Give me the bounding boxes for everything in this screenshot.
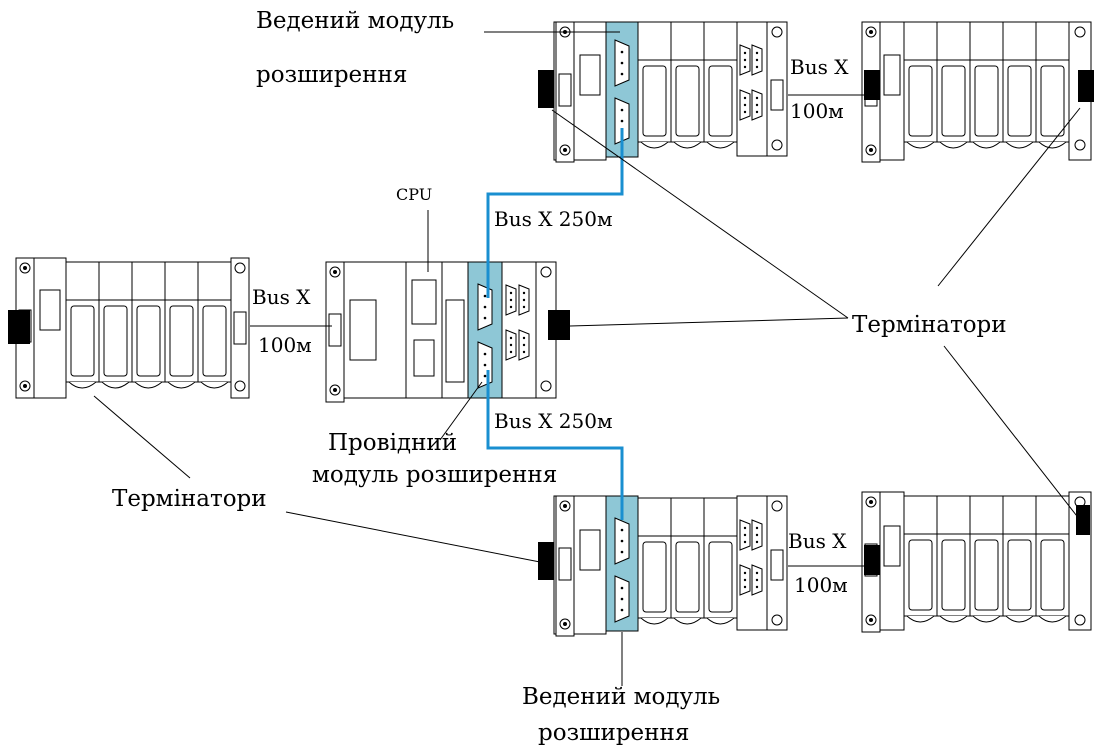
label-master-line1: Провідний [328,430,457,456]
label-slave-bottom-line2: розширення [538,720,689,746]
terminator-bottom-right [1076,505,1090,535]
label-slave-bottom-line1: Ведений модуль [522,684,720,710]
label-bus-top-right: Bus X [790,55,849,79]
label-bus-center-bottom: Bus X 250м [494,409,613,433]
label-bus-left: Bus X [252,285,311,309]
label-bus-bottom-right: Bus X [788,529,847,553]
label-bus-center-top: Bus X 250м [494,207,613,231]
rack-bottom-slave [538,496,787,636]
label-len-left: 100м [258,333,312,357]
label-slave-top-line1: Ведений модуль [256,8,454,34]
terminator-left [8,310,30,344]
rack-center-cpu [326,262,570,402]
rack-left [8,258,249,398]
rack-top-slave [538,22,787,162]
label-slave-top-line2: розширення [256,62,407,88]
label-len-bottom-right: 100м [794,573,848,597]
terminator-center [548,310,570,340]
label-len-top-right: 100м [790,99,844,123]
label-terminators-right: Термінатори [852,312,1007,338]
rack-top-right [862,22,1094,162]
rack-bottom-right [862,492,1091,632]
label-master-line2: модуль розширення [312,462,557,488]
terminator-top-right [1078,70,1094,102]
label-terminators-left: Термінатори [112,486,267,512]
label-cpu: CPU [396,185,432,204]
